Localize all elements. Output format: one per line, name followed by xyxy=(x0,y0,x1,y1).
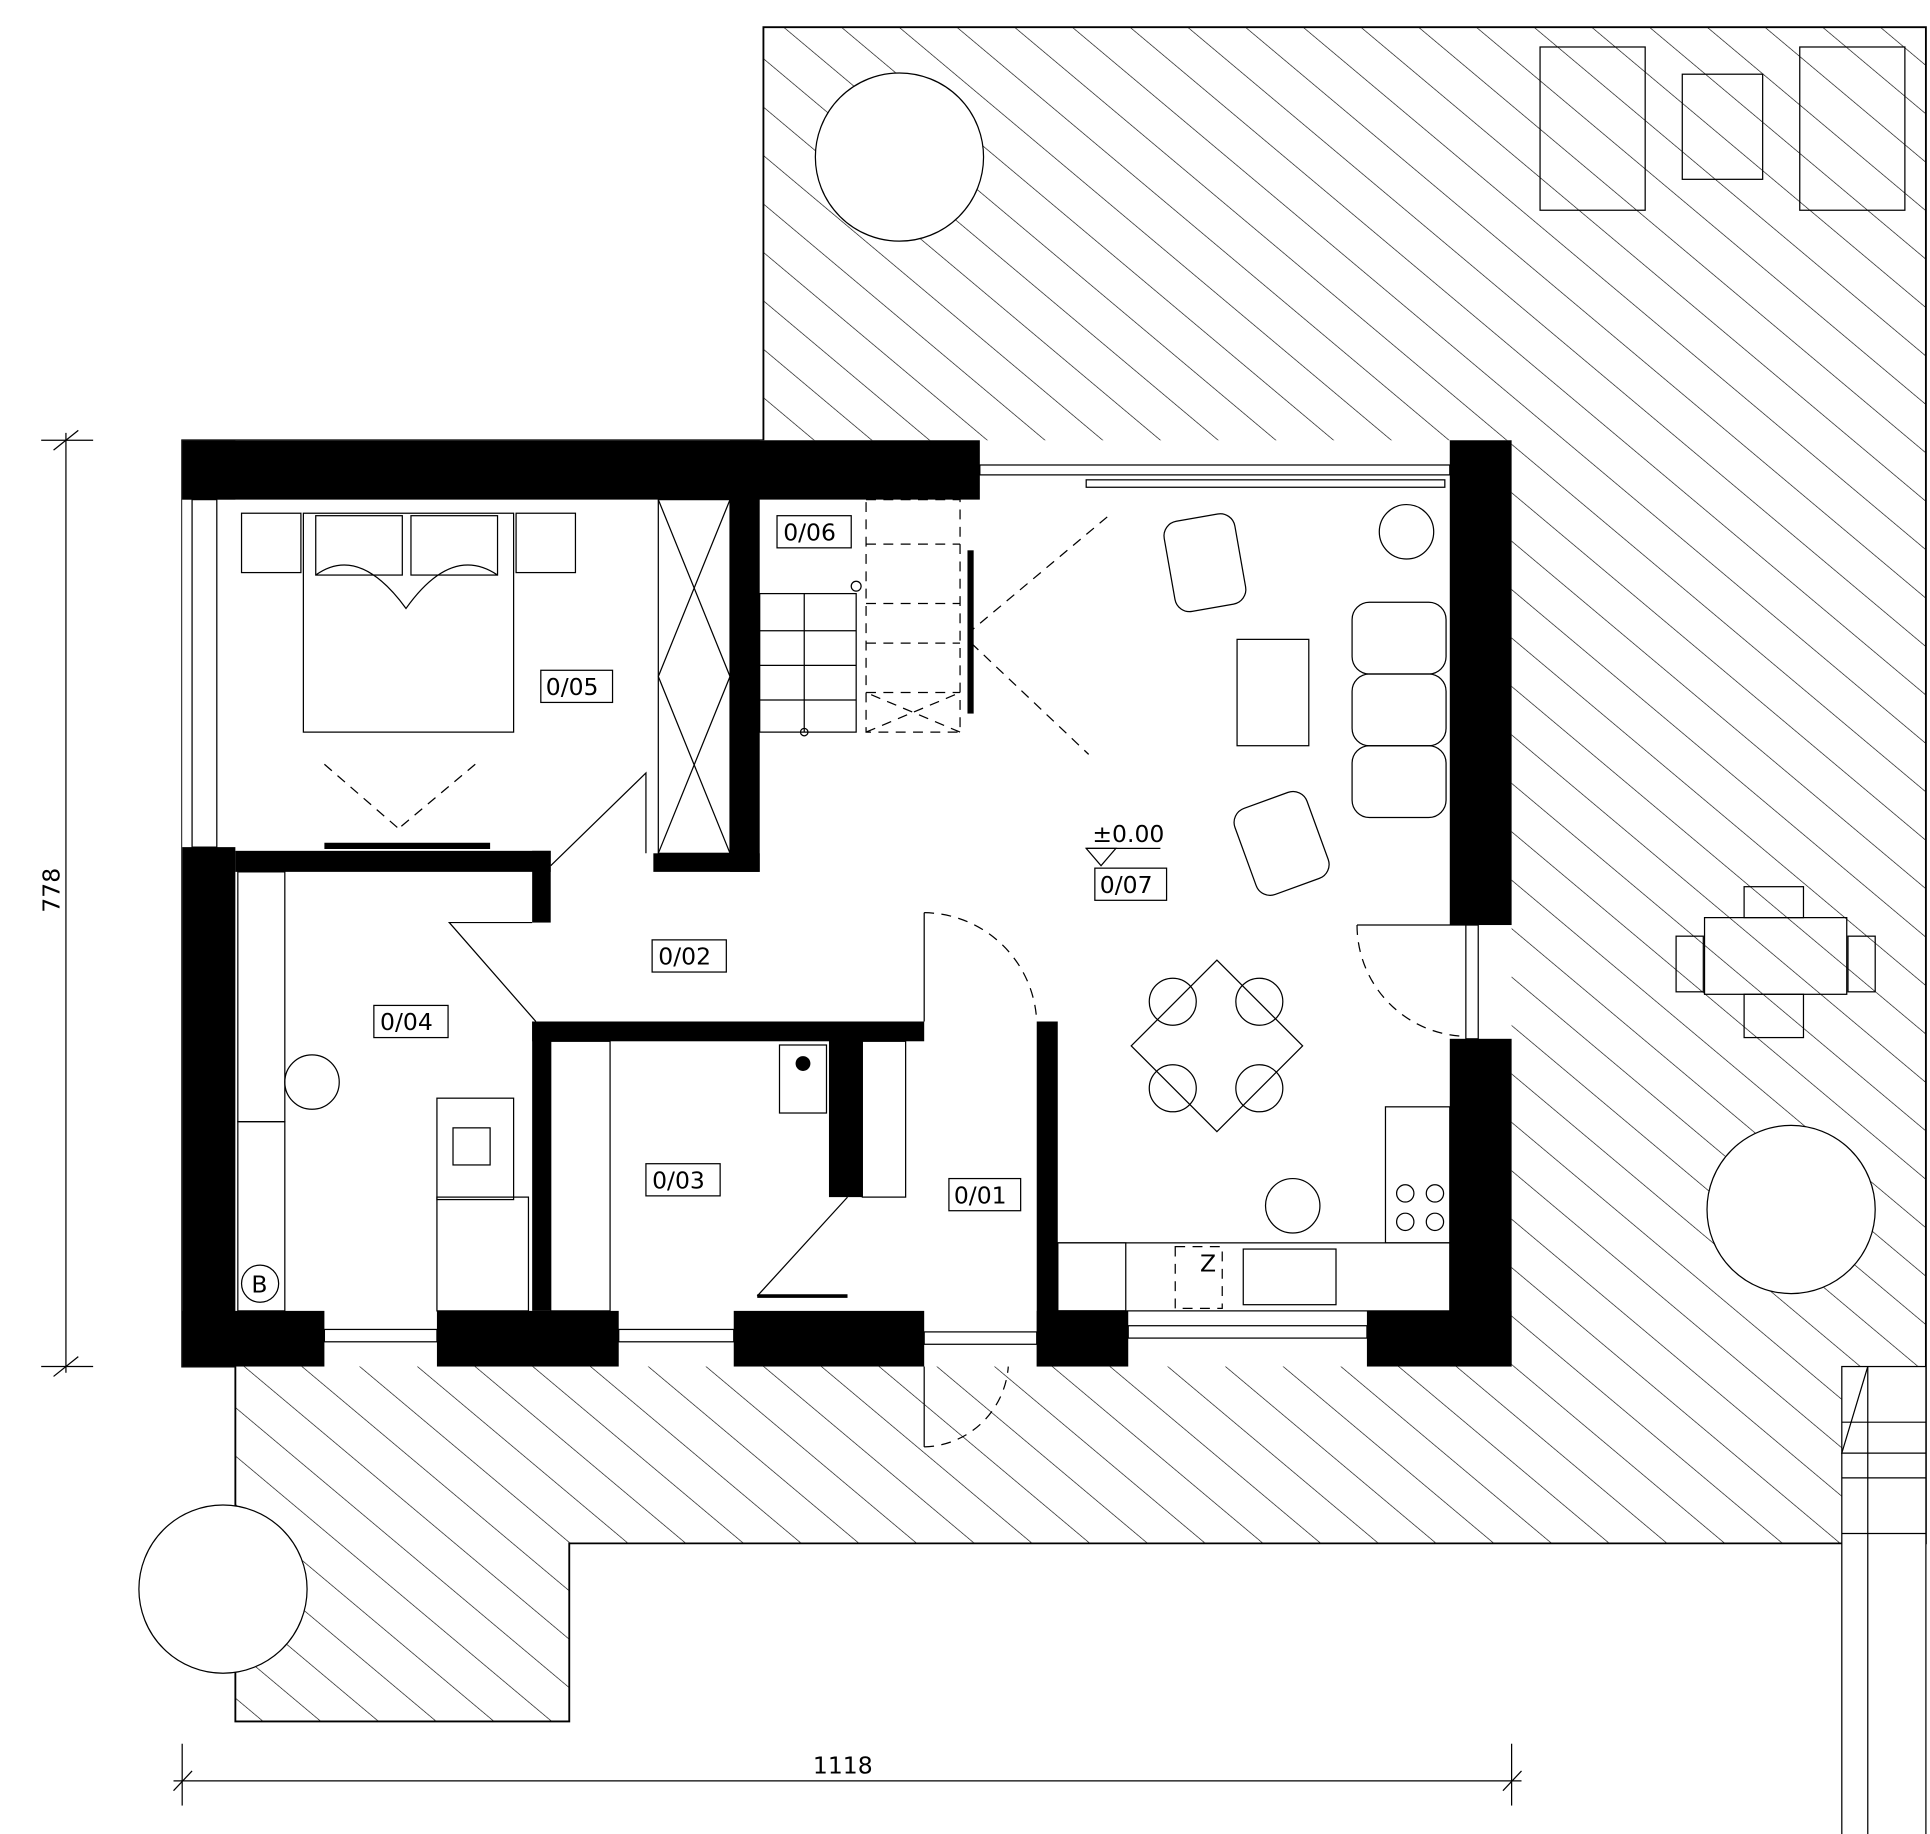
boiler-label: B xyxy=(251,1270,267,1298)
room-labels: 0/05 0/06 0/02 0/04 0/03 0/01 0/07 ±0.00… xyxy=(240,515,1223,1310)
room-label-0-03: 0/03 xyxy=(652,1166,705,1194)
walls xyxy=(182,440,1512,1367)
fridge-label: Z xyxy=(1200,1249,1216,1277)
outdoor-furniture xyxy=(1539,46,1906,1039)
level-mark: ±0.00 xyxy=(1092,820,1164,848)
dimension-vertical: 778 xyxy=(38,429,94,1377)
room-label-0-05: 0/05 xyxy=(546,673,599,701)
tree-icon xyxy=(814,72,985,242)
room-label-0-04: 0/04 xyxy=(380,1008,433,1036)
tree-icon xyxy=(1706,1124,1876,1295)
fixtures xyxy=(237,871,1127,1312)
bedroom-furniture xyxy=(240,499,731,854)
room-label-0-06: 0/06 xyxy=(783,518,836,546)
room-label-0-02: 0/02 xyxy=(658,943,711,971)
doors xyxy=(447,771,1466,1448)
room-label-0-01: 0/01 xyxy=(954,1181,1007,1209)
dimension-width: 1118 xyxy=(813,1751,873,1779)
dimension-height: 778 xyxy=(38,868,66,913)
house-interior xyxy=(182,440,1512,1367)
windows xyxy=(191,464,1479,1345)
trees xyxy=(138,72,1876,1674)
room-label-0-07: 0/07 xyxy=(1100,871,1153,899)
tree-icon xyxy=(138,1504,308,1674)
terrace-steps xyxy=(1840,1365,1927,1834)
dimension-horizontal: 1118 xyxy=(173,1743,1522,1806)
